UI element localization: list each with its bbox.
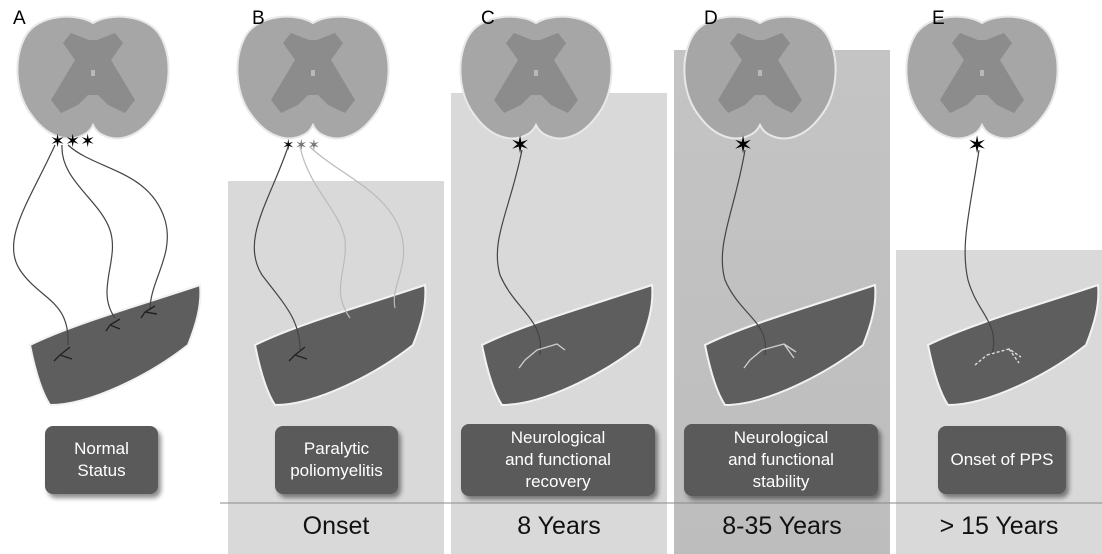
status-label-stability: Neurological and functional stability [684,424,878,496]
svg-text:✶: ✶ [510,131,530,159]
panel-e-figure: ✶ [906,17,1098,405]
svg-text:✶: ✶ [282,136,295,154]
status-label-normal: Normal Status [45,426,158,494]
time-label-15-years: > 15 Years [896,506,1102,546]
status-label-pps: Onset of PPS [938,426,1066,494]
panel-d-figure: ✶ [684,17,875,405]
status-label-recovery: Neurological and functional recovery [461,424,655,496]
panel-letter-d: D [704,8,718,30]
svg-text:✶: ✶ [733,131,753,159]
time-label-8-35-years: 8-35 Years [674,506,890,546]
panel-letter-a: A [13,8,26,30]
panel-letter-e: E [932,8,945,30]
panel-c-figure: ✶ [460,17,652,405]
time-label-8-years: 8 Years [451,506,667,546]
panel-a-figure: ✶✶✶ [13,17,200,405]
panel-letter-b: B [252,8,265,30]
time-label-onset: Onset [228,506,444,546]
svg-text:✶: ✶ [967,131,987,159]
status-label-paralytic: Paralytic poliomyelitis [275,426,398,494]
svg-text:✶✶: ✶✶ [295,136,320,154]
panel-letter-c: C [481,8,495,30]
panel-b-figure: ✶ ✶✶ [237,17,425,405]
